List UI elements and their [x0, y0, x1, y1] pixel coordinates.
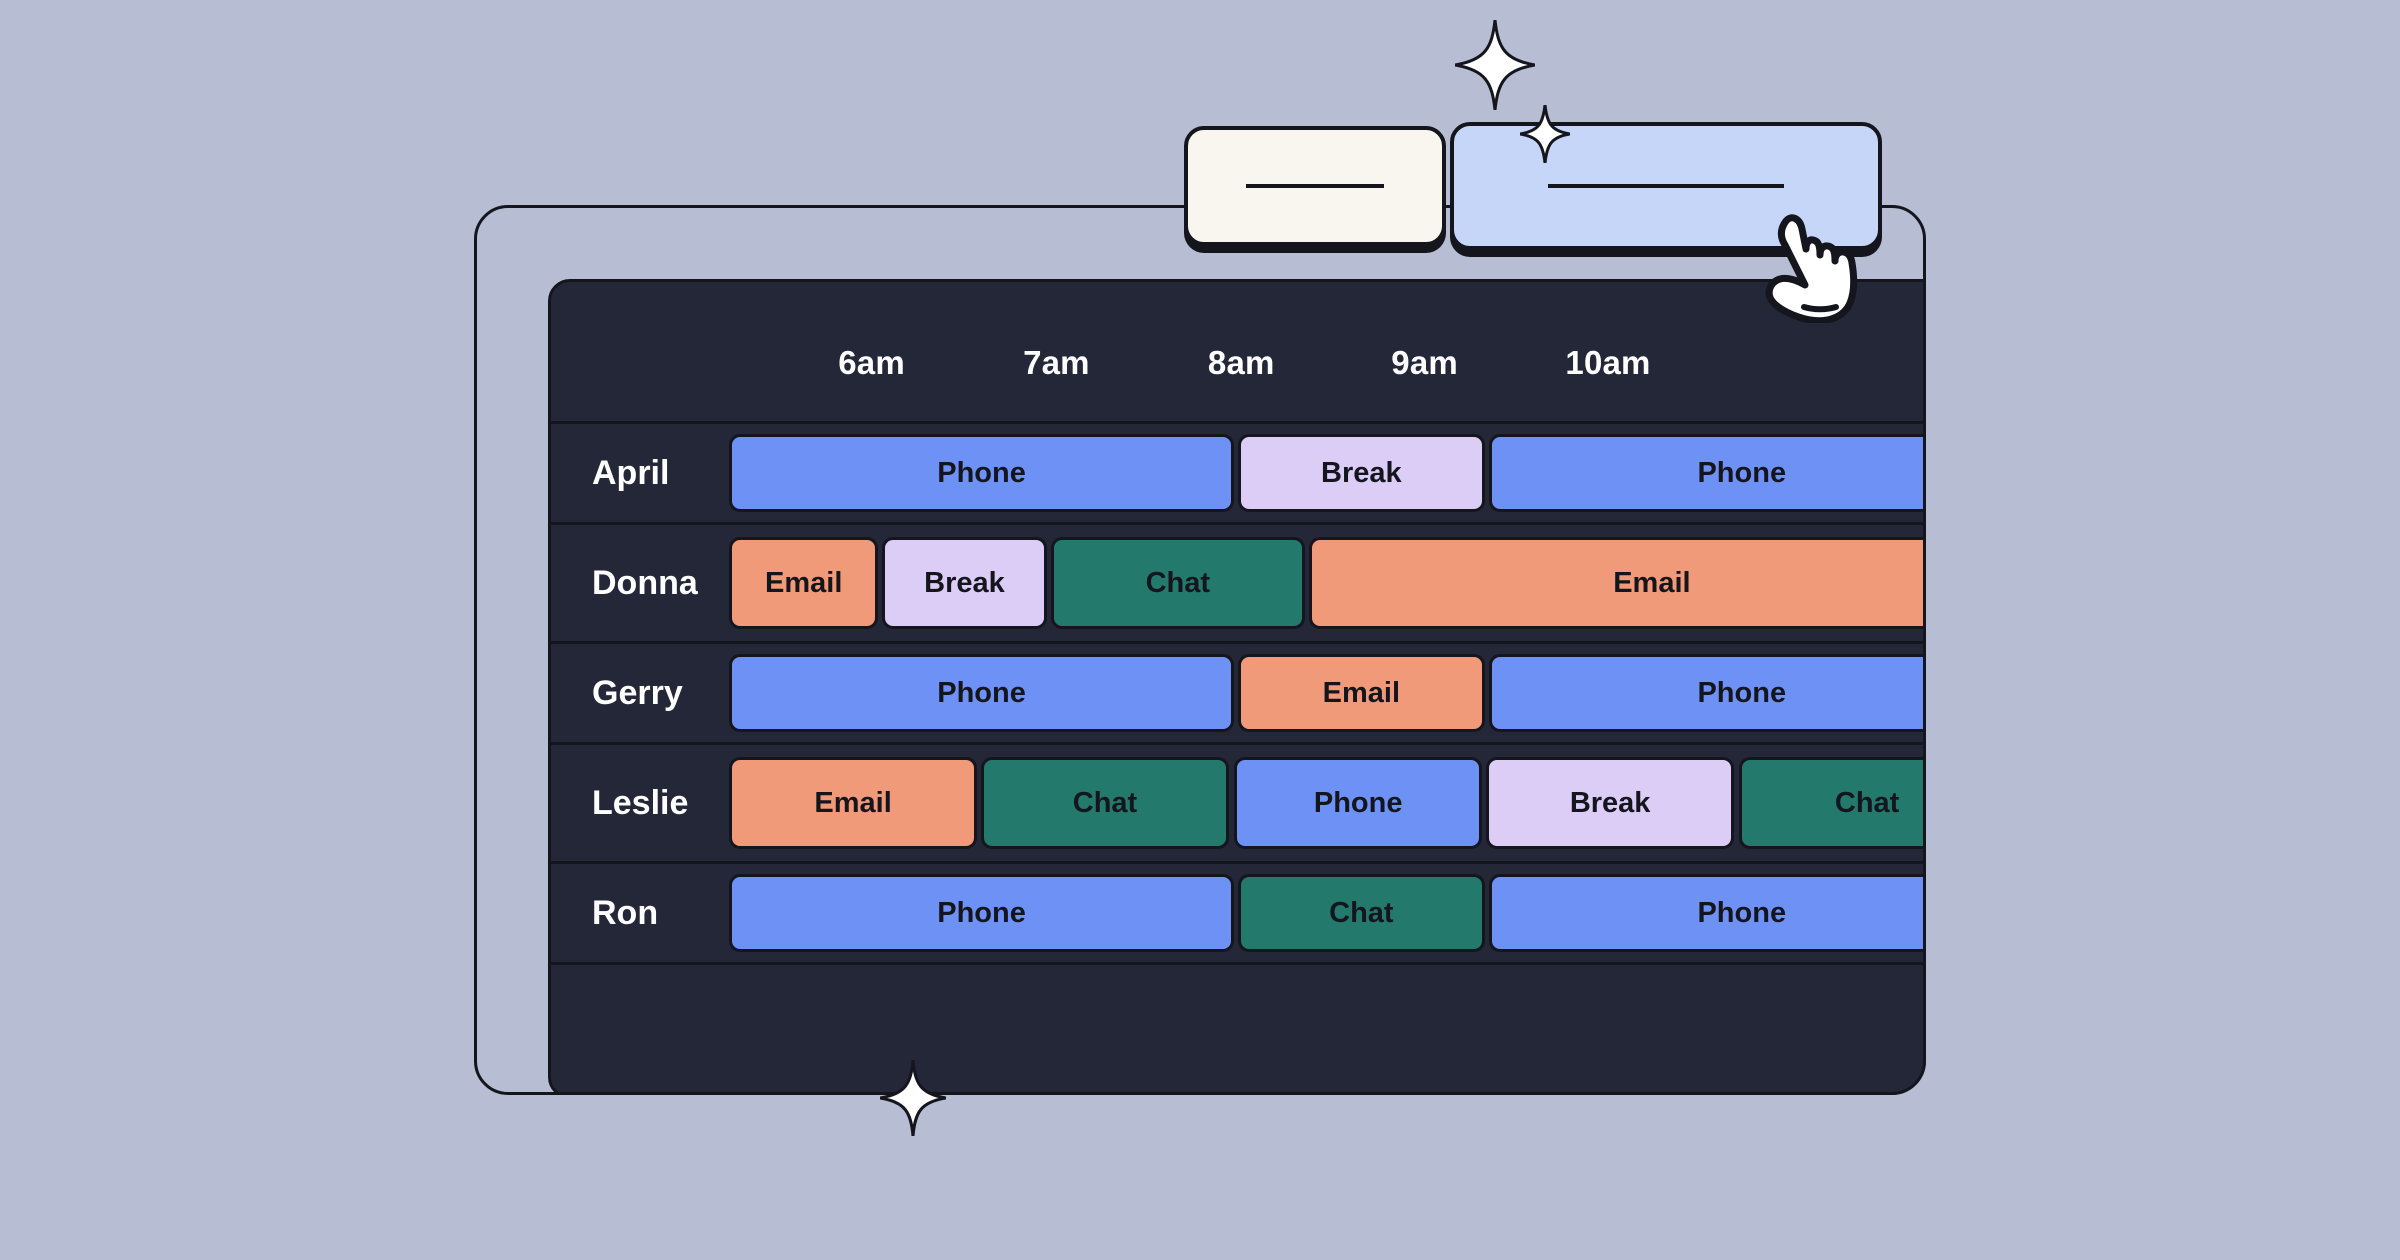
schedule-block-chat[interactable]: Chat — [1237, 874, 1485, 952]
tab-card-inactive[interactable] — [1184, 126, 1446, 246]
tab-card-active-placeholder-line — [1548, 184, 1784, 188]
schedule-block-phone[interactable]: Phone — [1488, 874, 1926, 952]
schedule-block-chat[interactable]: Chat — [980, 757, 1230, 849]
schedule-block-email[interactable]: Email — [1308, 537, 1926, 629]
schedule-block-phone[interactable]: Phone — [729, 654, 1235, 732]
schedule-block-phone[interactable]: Phone — [729, 874, 1235, 952]
sparkle-large-top-icon — [1455, 20, 1535, 110]
schedule-block-phone[interactable]: Phone — [1488, 434, 1926, 512]
device-frame — [474, 205, 1926, 1095]
sparkle-small-top-icon — [1520, 105, 1570, 163]
pointer-hand-cursor-icon — [1758, 203, 1868, 323]
schedule-block-email[interactable]: Email — [1237, 654, 1485, 732]
schedule-block-phone[interactable]: Phone — [1488, 654, 1926, 732]
tab-card-inactive-placeholder-line — [1246, 184, 1384, 188]
time-axis-label-9am: 9am — [1391, 344, 1458, 381]
schedule-block-chat[interactable]: Chat — [1050, 537, 1306, 629]
schedule-block-break[interactable]: Break — [1486, 757, 1735, 849]
agent-name-ron: Ron — [592, 893, 659, 932]
agent-name-april: April — [592, 453, 670, 492]
time-axis-label-7am: 7am — [1023, 344, 1090, 381]
schedule-block-break[interactable]: Break — [882, 537, 1047, 629]
agent-name-leslie: Leslie — [592, 783, 689, 822]
tab-card-active[interactable] — [1450, 122, 1882, 250]
time-axis-label-8am: 8am — [1207, 344, 1275, 381]
time-axis-label-10am: 10am — [1565, 344, 1651, 381]
schedule-block-email[interactable]: Email — [729, 757, 978, 849]
schedule-block-email[interactable]: Email — [729, 537, 879, 629]
sparkle-bottom-icon — [880, 1060, 946, 1136]
schedule-block-phone[interactable]: Phone — [1234, 757, 1483, 849]
time-axis-header: 6am 7am 8am 9am 10am — [551, 282, 1926, 424]
agent-name-donna: Donna — [592, 563, 698, 602]
schedule-block-phone[interactable]: Phone — [729, 434, 1235, 512]
schedule-block-chat[interactable]: Chat — [1739, 757, 1926, 849]
time-axis-label-6am: 6am — [838, 344, 905, 381]
schedule-block-break[interactable]: Break — [1237, 434, 1485, 512]
agent-name-gerry: Gerry — [592, 673, 683, 712]
